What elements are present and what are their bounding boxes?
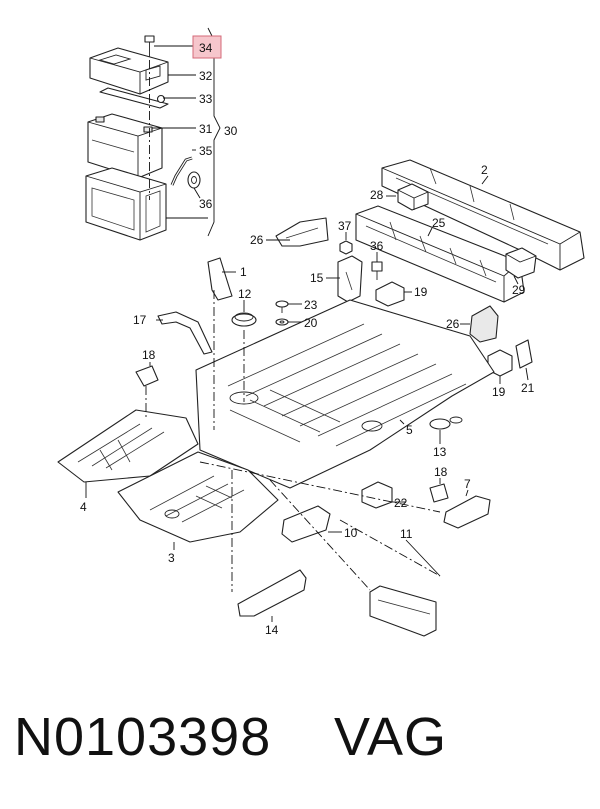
bracket-part-17: [157, 311, 213, 355]
battery-cover-part-32: [89, 47, 169, 95]
bracket-part-15: [337, 255, 363, 303]
callout-34: 34: [199, 41, 213, 55]
callout-3: 3: [168, 551, 175, 565]
callout-19-lower: 19: [492, 385, 506, 399]
bracket-part-10: [281, 505, 331, 543]
bracket-part-28: [397, 183, 429, 211]
washer-part-20: [275, 318, 289, 326]
bracket-part-18-right: [429, 483, 449, 503]
bracket-part-1: [207, 257, 233, 301]
callout-15: 15: [310, 271, 324, 285]
battery-part-31: [87, 113, 163, 179]
callout-28: 28: [370, 188, 384, 202]
callout-22: 22: [394, 496, 408, 510]
callout-20: 20: [304, 316, 318, 330]
floor-panel-part-5: [195, 299, 495, 489]
brand-name: VAG: [334, 707, 448, 767]
callout-13: 13: [433, 445, 447, 459]
callout-5: 5: [406, 423, 413, 437]
callout-36-upper: 36: [370, 239, 384, 253]
callout-12: 12: [238, 287, 252, 301]
callout-36-battery: 36: [199, 197, 213, 211]
floor-panel-part-3: [117, 451, 279, 543]
part-number: N0103398: [14, 707, 272, 767]
callout-10: 10: [344, 526, 358, 540]
grommet-part-13: [429, 416, 463, 430]
bracket-part-29: [505, 247, 537, 279]
callout-35: 35: [199, 144, 213, 158]
bracket-part-26-upper: [275, 217, 329, 247]
callout-1: 1: [240, 265, 247, 279]
callout-7: 7: [464, 477, 471, 491]
callout-21: 21: [521, 381, 535, 395]
callout-37: 37: [338, 219, 352, 233]
callout-26-lower: 26: [446, 317, 460, 331]
bracket-part-14: [237, 569, 307, 617]
callout-4: 4: [80, 500, 87, 514]
vent-hose-part-35: [170, 156, 193, 186]
parts-diagram: 34 32 33 31 30 35 36 2 28 25 37 26 36 1 …: [57, 27, 585, 637]
callout-31: 31: [199, 122, 213, 136]
bracket-part-11: [369, 585, 437, 637]
callout-11: 11: [400, 527, 413, 541]
callout-30: 30: [224, 124, 238, 138]
bolt-part-36-upper: [371, 261, 383, 280]
bracket-part-21: [515, 339, 533, 369]
nut-part-37: [339, 240, 353, 255]
callout-17: 17: [133, 313, 147, 327]
bracket-part-22: [361, 481, 393, 509]
floor-panel-part-4: [57, 409, 199, 483]
callout-18-right: 18: [434, 465, 448, 479]
bracket-part-19-upper: [375, 281, 405, 307]
callout-33: 33: [199, 92, 213, 106]
callout-14: 14: [265, 623, 279, 637]
callout-2: 2: [481, 163, 488, 177]
bracket-part-18-left: [135, 365, 159, 387]
callout-29: 29: [512, 283, 526, 297]
battery-tray: [85, 167, 167, 241]
callout-25: 25: [432, 216, 446, 230]
callout-26-upper: 26: [250, 233, 264, 247]
callout-19-upper: 19: [414, 285, 428, 299]
battery-assembly: [85, 27, 221, 241]
callout-18-left: 18: [142, 348, 156, 362]
bracket-part-26-lower: [469, 305, 499, 343]
callout-23: 23: [304, 298, 318, 312]
bracket-part-7: [443, 495, 491, 529]
callout-highlight-34: [192, 35, 222, 59]
grommet-part-36: [187, 171, 201, 189]
callout-32: 32: [199, 69, 213, 83]
bolt-part-23: [275, 300, 289, 313]
hold-down-strap-part-33: [99, 87, 169, 109]
plug-part-12: [231, 312, 257, 327]
